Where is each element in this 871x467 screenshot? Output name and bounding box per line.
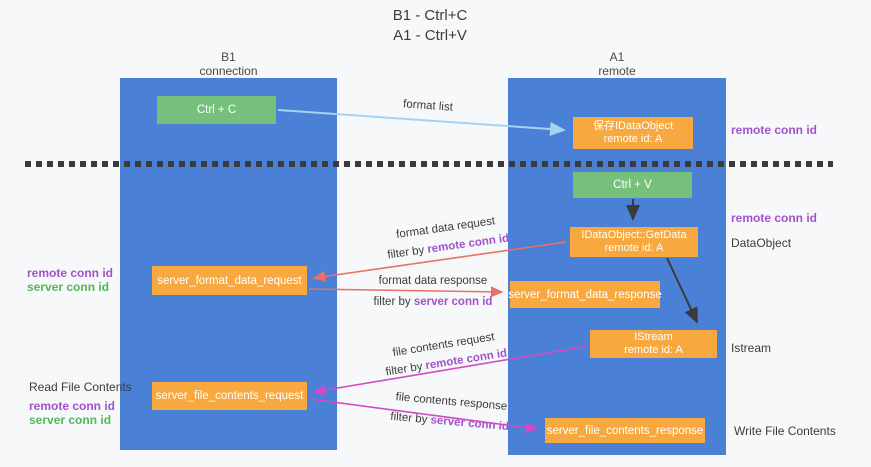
filter-prefix: filter by <box>384 360 427 379</box>
getdata-line1: IDataObject::GetData <box>581 229 687 241</box>
istream-line2: remote id: A <box>624 344 683 356</box>
right-column-name: A1 <box>609 50 625 64</box>
node-getdata: IDataObject::GetData remote id: A <box>570 227 698 257</box>
format-data-request-label: format data request filter by remote con… <box>371 212 524 264</box>
file-contents-response-filter: filter by server conn id <box>377 410 522 435</box>
saved-dataobject-line1: 保存IDataObject <box>592 120 674 132</box>
title-line-1: B1 - Ctrl+C <box>392 7 468 24</box>
left-column-name: B1 <box>221 50 236 64</box>
saved-dataobject-line2: remote id: A <box>603 133 663 145</box>
server-format-data-response-label: server_format_data_response <box>508 288 662 301</box>
format-data-response-label: format data response filter by server co… <box>368 275 498 308</box>
node-server-format-data-request: server_format_data_request <box>152 266 307 295</box>
filter-prefix: filter by <box>386 243 429 262</box>
node-server-file-contents-response: server_file_contents_response <box>545 418 705 443</box>
server-file-contents-request-label: server_file_contents_request <box>155 390 304 402</box>
read-file-contents-label: Read File Contents <box>29 380 132 394</box>
node-server-file-contents-request: server_file_contents_request <box>152 382 307 410</box>
left-server-conn-id-2: server conn id <box>29 413 112 427</box>
format-data-response-text: format data response <box>378 275 488 287</box>
left-remote-conn-id-2: remote conn id <box>29 399 116 413</box>
filter-id: server conn id <box>429 414 510 434</box>
right-column-role: remote <box>598 64 636 78</box>
format-list-label: format list <box>388 97 469 115</box>
right-remote-conn-id-1: remote conn id <box>731 123 818 137</box>
left-column-header: B1 connection <box>120 50 337 78</box>
title-line-2: A1 - Ctrl+V <box>393 27 467 44</box>
node-ctrl-c: Ctrl + C <box>157 96 276 124</box>
diagram-title: B1 - Ctrl+C A1 - Ctrl+V <box>0 6 860 46</box>
istream-line1: IStream <box>634 331 673 343</box>
format-data-response-filter: filter by server conn id <box>368 296 498 308</box>
right-column-header: A1 remote <box>508 50 726 78</box>
getdata-line2: remote id: A <box>604 242 664 254</box>
format-list-text: format list <box>402 98 454 114</box>
dashed-separator <box>25 161 833 167</box>
left-column-role: connection <box>199 64 258 78</box>
ctrl-v-label: Ctrl + V <box>613 179 652 191</box>
write-file-contents-label: Write File Contents <box>734 424 836 438</box>
left-server-conn-id-1: server conn id <box>27 280 110 294</box>
file-contents-request-label: file contents request filter by remote c… <box>369 327 522 380</box>
node-istream: IStream remote id: A <box>590 330 717 358</box>
filter-prefix: filter by <box>389 410 432 427</box>
filter-id: remote conn id <box>426 232 510 256</box>
node-saved-dataobject: 保存IDataObject remote id: A <box>573 117 693 149</box>
left-remote-conn-id-1: remote conn id <box>27 266 114 280</box>
server-format-data-request-label: server_format_data_request <box>157 274 302 287</box>
ctrl-c-label: Ctrl + C <box>196 104 237 116</box>
node-ctrl-v: Ctrl + V <box>573 172 692 198</box>
filter-prefix: filter by <box>373 296 414 308</box>
server-file-contents-response-label: server_file_contents_response <box>546 424 704 437</box>
istream-side-label: Istream <box>731 341 772 355</box>
dataobject-label: DataObject <box>731 236 792 250</box>
filter-id: server conn id <box>413 296 493 308</box>
file-contents-response-label: file contents response filter by server … <box>377 390 524 435</box>
node-server-format-data-response: server_format_data_response <box>508 281 662 308</box>
right-remote-conn-id-2: remote conn id <box>731 211 818 225</box>
